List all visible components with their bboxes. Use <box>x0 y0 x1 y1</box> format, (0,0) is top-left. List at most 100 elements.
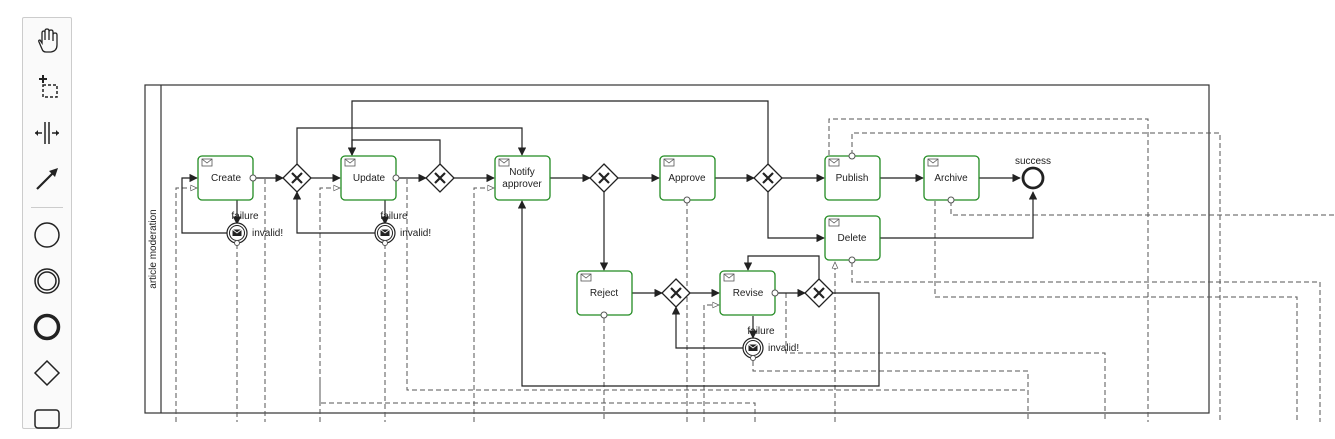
task-delete[interactable]: Delete <box>824 215 881 264</box>
message-flows <box>175 118 1335 422</box>
message-flow <box>175 188 197 422</box>
space-tool[interactable] <box>23 113 71 153</box>
gateway-1[interactable] <box>282 163 312 193</box>
port-dot <box>683 196 691 204</box>
end-event-success[interactable] <box>1021 166 1045 190</box>
message-flow <box>950 201 1335 216</box>
port-dot <box>750 355 756 361</box>
start-event-tool[interactable] <box>23 215 71 255</box>
message-flow <box>319 380 756 422</box>
envelope-icon <box>828 158 840 167</box>
task-label: Delete <box>838 233 867 244</box>
palette-separator <box>31 207 63 208</box>
label-success: success <box>1015 156 1051 167</box>
gateway-2[interactable] <box>425 163 455 193</box>
message-flow <box>934 201 1298 422</box>
gateway-4[interactable] <box>753 163 783 193</box>
envelope-icon <box>927 158 939 167</box>
envelope-icon <box>201 158 213 167</box>
envelope-icon <box>580 273 592 282</box>
task-label: Update <box>353 173 386 184</box>
sequence-flow <box>181 173 227 234</box>
task-create[interactable]: Create <box>197 155 257 201</box>
task-label: Reject <box>590 288 619 299</box>
task-label: Create <box>211 173 241 184</box>
x-icon <box>813 287 825 299</box>
message-flow <box>319 188 340 422</box>
gateway-5[interactable] <box>661 278 691 308</box>
task-notify-approver[interactable]: Notify approver <box>494 155 551 201</box>
lane-label: article moderation <box>148 209 159 288</box>
task-approve[interactable]: Approve <box>659 155 716 204</box>
task-label: Revise <box>733 288 764 299</box>
envelope-icon <box>828 218 840 227</box>
label-failure-update: failure <box>380 211 408 222</box>
envelope-filled-icon <box>232 229 242 236</box>
port-dot <box>249 174 257 182</box>
message-flow <box>752 361 1029 390</box>
port-dot <box>392 174 400 182</box>
intermediate-event-icon <box>34 268 60 294</box>
port-dot <box>771 289 779 297</box>
message-flow <box>703 305 719 422</box>
sequence-flows <box>181 100 1038 387</box>
task-label: Archive <box>934 173 968 184</box>
intermediate-event-update[interactable] <box>374 222 396 246</box>
message-flow <box>851 262 1321 422</box>
sequence-flow <box>743 255 820 279</box>
task-reject[interactable]: Reject <box>576 270 633 319</box>
envelope-icon <box>344 158 356 167</box>
envelope-icon <box>723 273 735 282</box>
task-update[interactable]: Update <box>340 155 400 201</box>
envelope-filled-icon <box>748 344 758 351</box>
end-event-tool[interactable] <box>23 307 71 347</box>
sequence-flow <box>347 100 769 164</box>
envelope-filled-icon <box>380 229 390 236</box>
space-tool-icon <box>35 122 59 144</box>
connect-tool-icon <box>36 168 58 190</box>
sequence-flow <box>292 191 375 234</box>
sequence-flow <box>880 191 1038 239</box>
task-label: Publish <box>836 173 869 184</box>
port-dot <box>234 240 240 246</box>
task-revise[interactable]: Revise <box>719 270 779 316</box>
port-dot <box>848 256 856 264</box>
gateway-3[interactable] <box>589 163 619 193</box>
pool[interactable]: article moderation <box>144 84 1210 414</box>
message-flow <box>828 118 1149 422</box>
x-icon <box>598 172 610 184</box>
connect-tool[interactable] <box>23 159 71 199</box>
gateway-6[interactable] <box>804 278 834 308</box>
intermediate-event-revise[interactable] <box>742 337 764 361</box>
message-flow <box>785 293 1106 422</box>
diagram-canvas[interactable]: article moderation <box>0 0 1335 422</box>
intermediate-event-create[interactable] <box>226 222 248 246</box>
x-icon <box>291 172 303 184</box>
port-dot <box>947 196 955 204</box>
hand-tool-icon <box>38 28 58 53</box>
intermediate-event-tool[interactable] <box>23 261 71 301</box>
port-dot <box>382 240 388 246</box>
task-archive[interactable]: Archive <box>923 155 980 204</box>
hand-tool[interactable] <box>23 21 71 61</box>
task-label-line1: Notify <box>509 167 535 178</box>
gateway-icon <box>33 359 61 387</box>
label-failure-revise: failure <box>747 326 775 337</box>
message-flow <box>406 179 1029 422</box>
lasso-tool[interactable] <box>23 67 71 107</box>
x-icon <box>670 287 682 299</box>
end-event-icon <box>33 313 61 341</box>
x-icon <box>762 172 774 184</box>
sequence-flow <box>767 192 825 243</box>
port-dot <box>848 152 856 160</box>
x-icon <box>434 172 446 184</box>
lasso-tool-icon <box>39 75 58 98</box>
message-flow <box>851 132 1221 422</box>
task-publish[interactable]: Publish <box>824 152 881 201</box>
gateway-tool[interactable] <box>23 353 71 393</box>
label-invalid-update: invalid! <box>400 228 431 239</box>
task-label: Approve <box>668 173 706 184</box>
sequence-flow <box>296 127 527 164</box>
sequence-flow <box>671 306 743 349</box>
task-label-line2: approver <box>502 179 542 190</box>
